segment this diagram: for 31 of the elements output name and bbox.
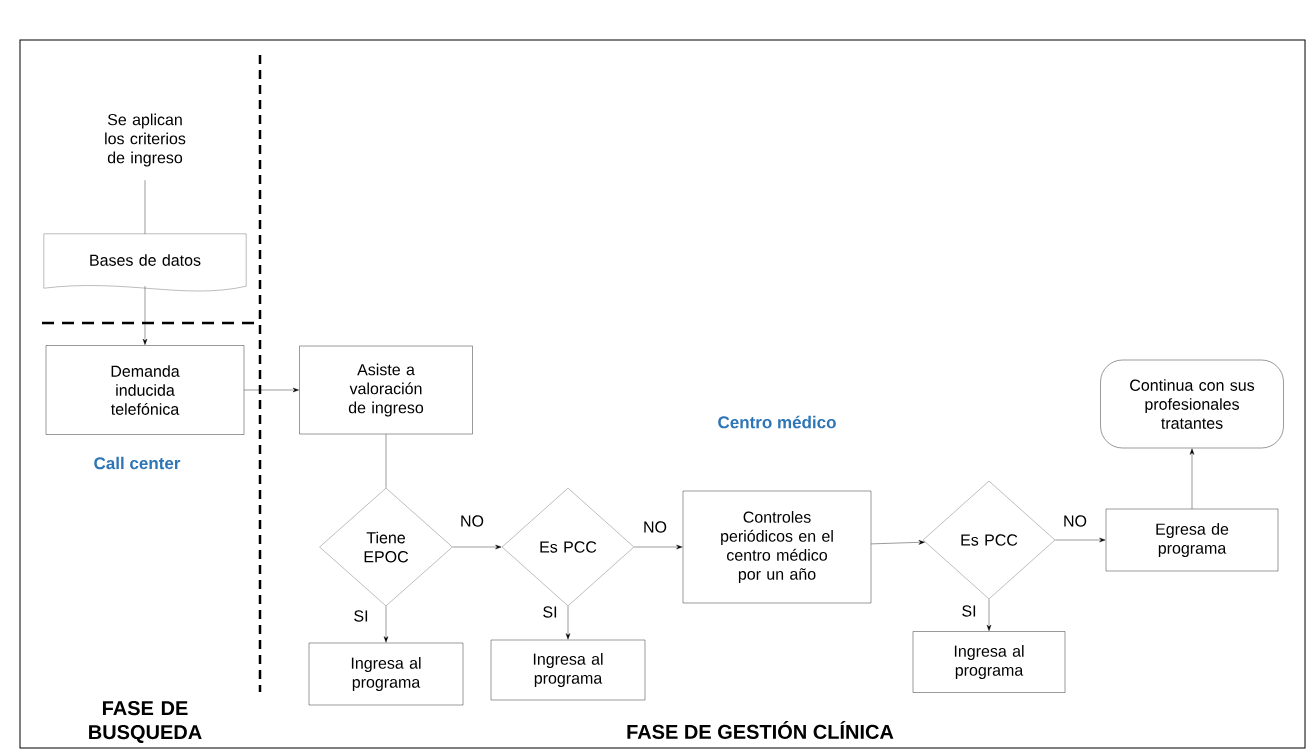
process-box: Ingresa al programa — [308, 642, 464, 706]
connector-line — [385, 434, 387, 488]
arrow — [142, 286, 148, 345]
connector-line — [144, 180, 146, 234]
edge-label: SI — [960, 604, 978, 618]
edge-label: SI — [541, 605, 559, 619]
label-text: Centro médico — [718, 415, 836, 429]
edge-label: NO — [459, 514, 485, 528]
process-box: Demanda inducida telefónica — [45, 345, 245, 435]
arrow — [565, 606, 571, 640]
note-text: Se aplican los criterios de ingreso — [105, 113, 186, 167]
process-box: Ingresa al programa — [912, 631, 1066, 693]
phase-title: FASE DE BUSQUEDA — [89, 701, 202, 743]
process-box: Egresa de programa — [1105, 508, 1279, 572]
edge-label: NO — [642, 520, 668, 534]
arrow — [244, 387, 299, 393]
label-text: Call center — [94, 456, 181, 470]
arrow — [1055, 537, 1106, 543]
arrow — [1189, 448, 1195, 509]
arrow — [634, 544, 683, 550]
terminal-box: Continua con sus profesionales tratantes — [1100, 359, 1284, 449]
process-box: Controles periódicos en el centro médico por un año — [682, 490, 872, 604]
arrow — [383, 606, 389, 643]
arrow — [871, 540, 925, 545]
arrow — [452, 544, 502, 550]
process-box: Ingresa al programa — [490, 639, 646, 701]
arrow — [986, 599, 992, 631]
edge-label: NO — [1062, 514, 1088, 528]
process-box: Asiste a valoración de ingreso — [299, 345, 473, 435]
phase-title: FASE DE GESTIÓN CLÍNICA — [627, 721, 894, 739]
edge-label: SI — [352, 609, 370, 623]
